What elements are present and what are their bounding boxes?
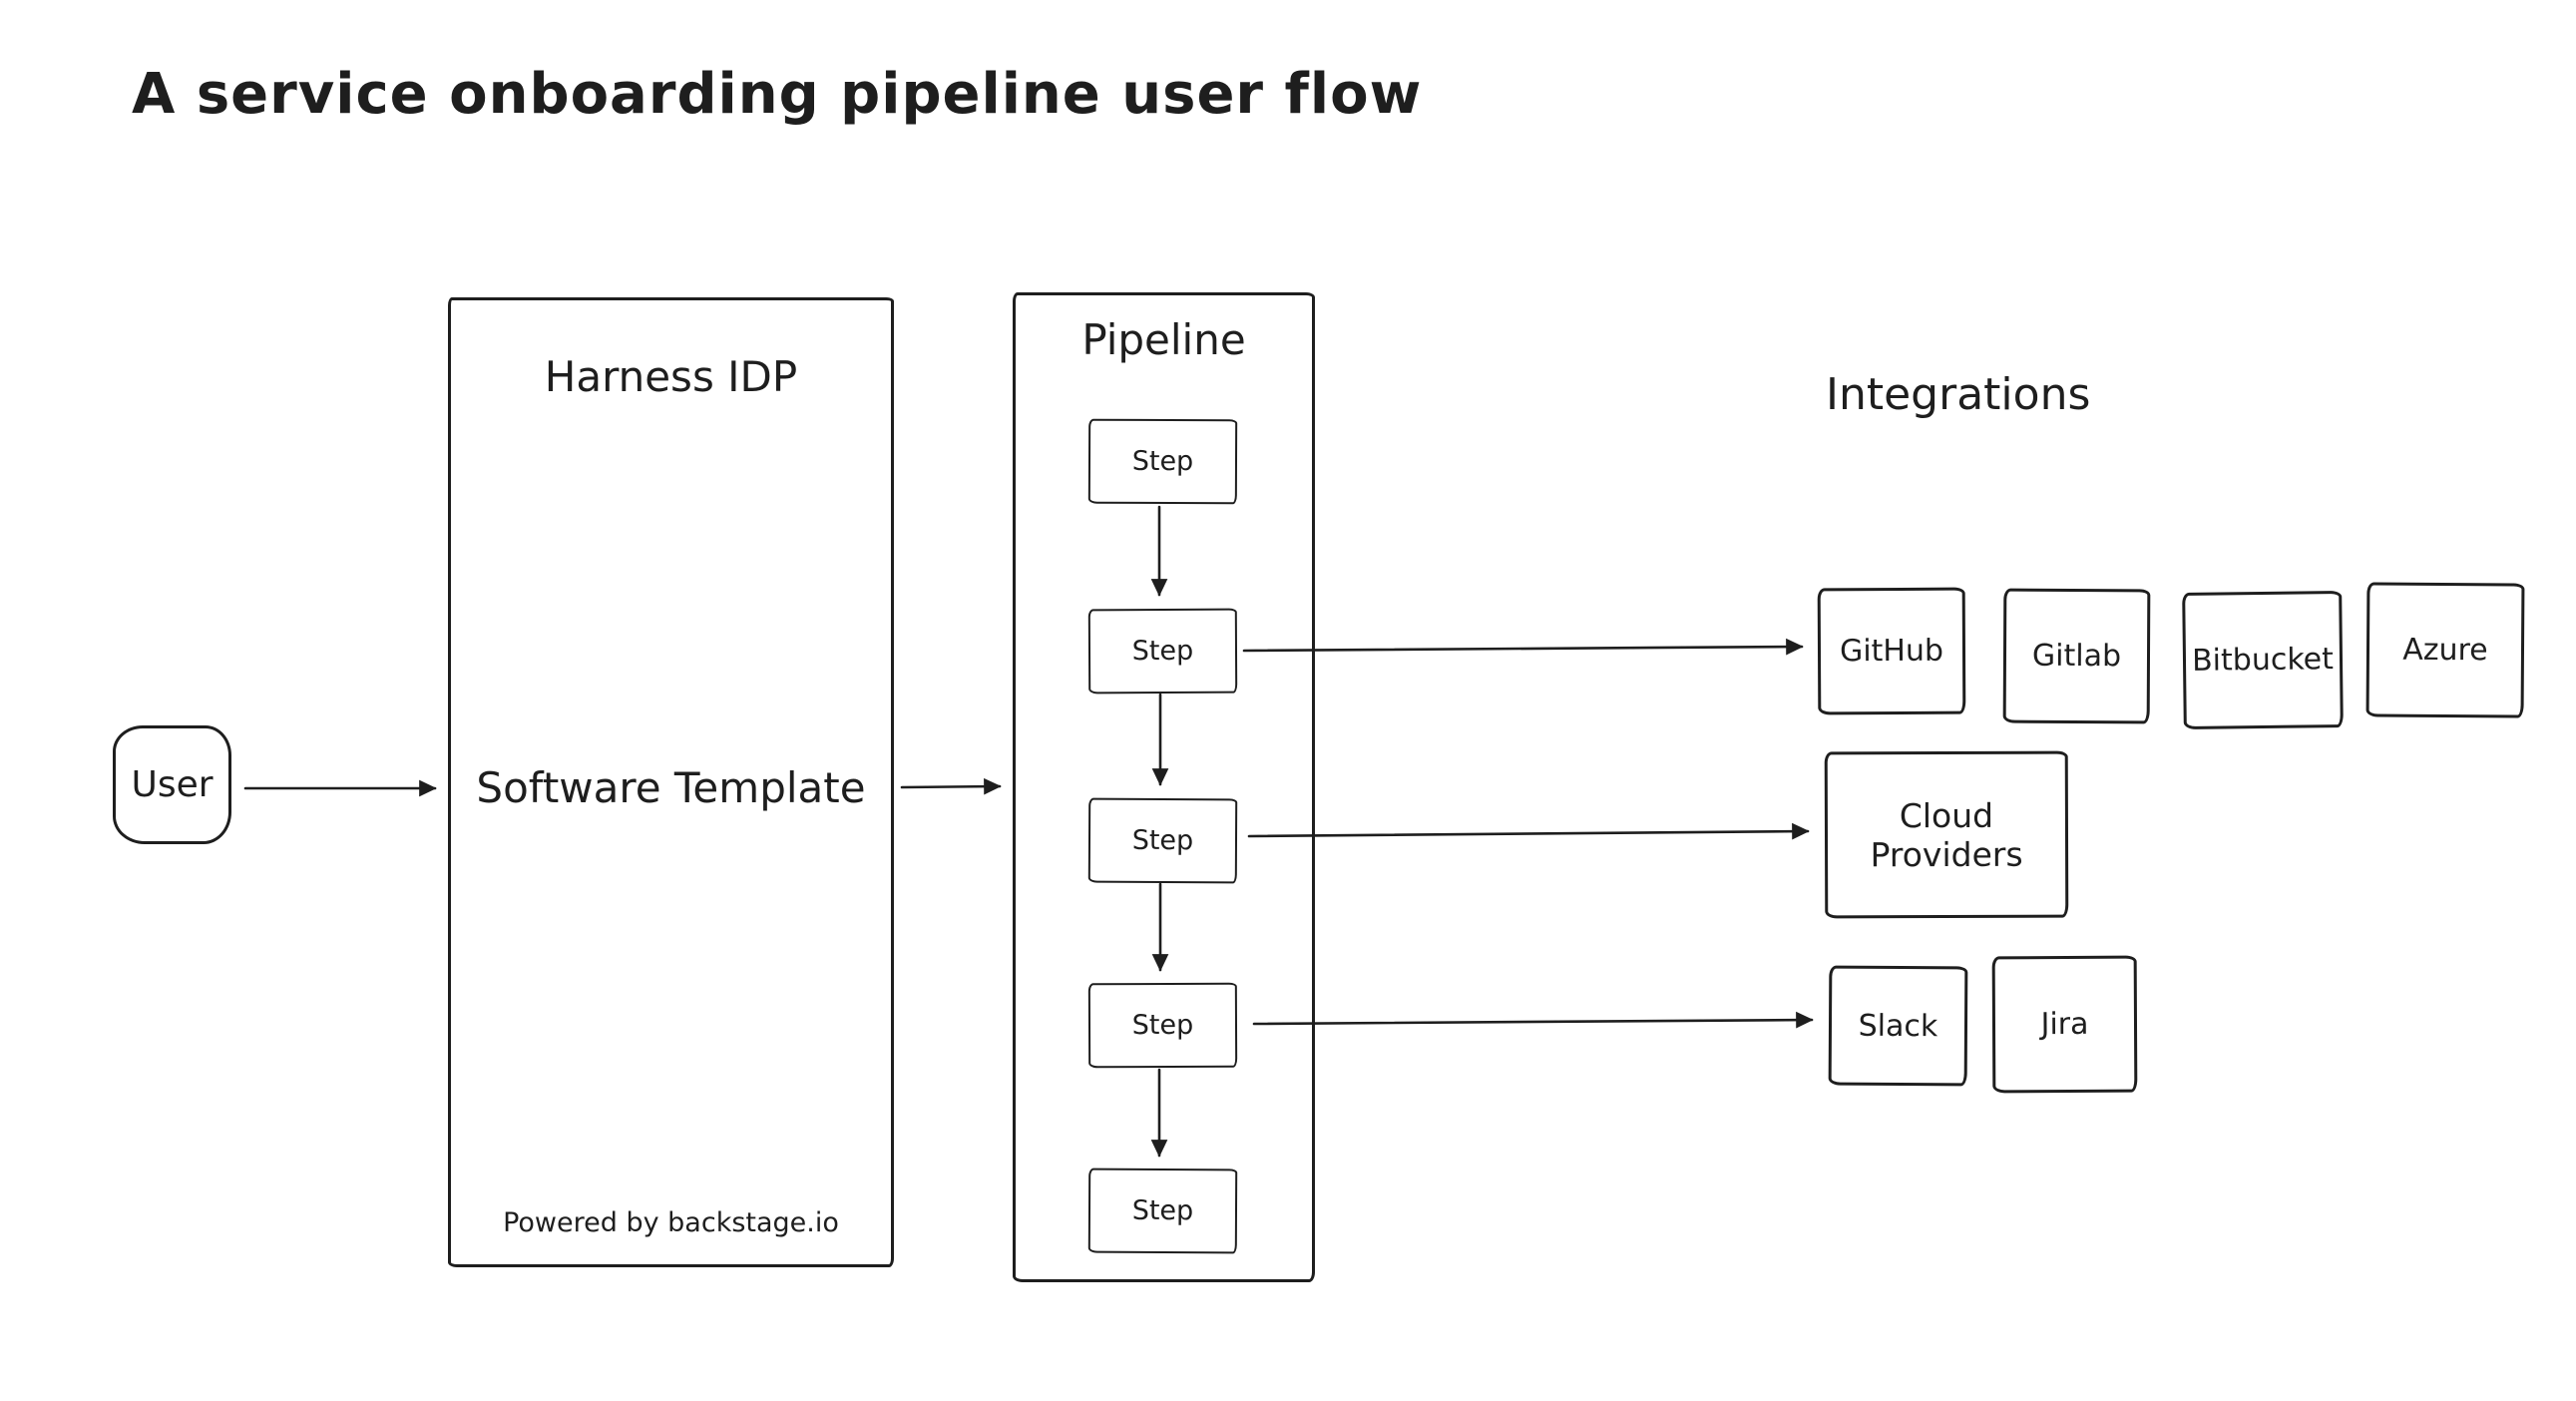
arrow-step2-to-github [1242, 638, 1804, 656]
integration-github: GitHub [1817, 587, 1966, 715]
integration-label: Bitbucket [2191, 642, 2335, 679]
backstage-footer-label: Powered by backstage.io [503, 1207, 839, 1238]
pipeline-box: Pipeline Step Step Step Step Step [1013, 292, 1315, 1282]
integrations-title: Integrations [1826, 369, 2091, 420]
integration-cloud-providers: Cloud Providers [1824, 750, 2069, 919]
integration-label: Cloud Providers [1870, 795, 2023, 874]
step-node-5: Step [1087, 1168, 1238, 1254]
step-node-1: Step [1087, 418, 1238, 505]
arrow-step3-to-cloud-providers [1247, 822, 1810, 840]
integration-slack: Slack [1828, 965, 1968, 1087]
integration-bitbucket: Bitbucket [2182, 591, 2344, 729]
integration-label: Gitlab [2031, 638, 2122, 675]
software-template-label: Software Template [476, 763, 866, 812]
integration-label: Slack [1858, 1008, 1938, 1044]
user-node: User [113, 725, 231, 844]
step-label: Step [1131, 1194, 1194, 1227]
diagram-title: A service onboarding pipeline user flow [132, 62, 1423, 127]
user-label: User [131, 764, 214, 805]
integration-label: GitHub [1839, 633, 1944, 670]
harness-idp-title: Harness IDP [544, 352, 798, 401]
integration-label: Jira [2040, 1006, 2089, 1043]
integration-label: Azure [2402, 632, 2488, 669]
step-node-3: Step [1087, 797, 1238, 884]
step-node-2: Step [1087, 608, 1238, 695]
integration-jira: Jira [1991, 955, 2138, 1094]
step-label: Step [1131, 1009, 1194, 1042]
integration-gitlab: Gitlab [2002, 588, 2151, 724]
arrow-step4-to-slack [1252, 1011, 1814, 1029]
step-label: Step [1131, 445, 1194, 478]
pipeline-title: Pipeline [1081, 315, 1246, 364]
integration-azure: Azure [2365, 582, 2525, 718]
arrow-template-to-pipeline [900, 777, 1002, 795]
step-label: Step [1131, 635, 1194, 668]
step-label: Step [1131, 824, 1194, 857]
harness-idp-box: Harness IDP Software Template Powered by… [448, 297, 894, 1267]
step-node-4: Step [1087, 982, 1238, 1069]
